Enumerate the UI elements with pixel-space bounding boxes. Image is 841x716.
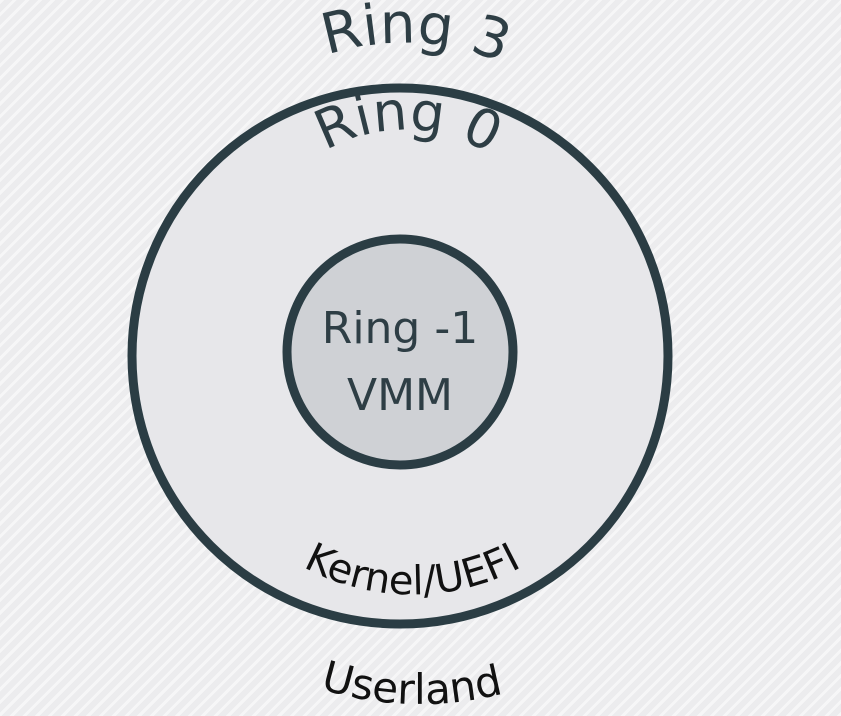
ring-minus-1-circle	[282, 234, 518, 470]
ring-minus-1-label: Ring -1	[322, 303, 478, 354]
svg-text:Userland: Userland	[317, 651, 506, 714]
userland-label: Userland	[317, 651, 506, 714]
svg-text:Ring 3: Ring 3	[315, 0, 519, 75]
vmm-label: VMM	[347, 370, 453, 421]
ring-3-label: Ring 3	[315, 0, 519, 75]
